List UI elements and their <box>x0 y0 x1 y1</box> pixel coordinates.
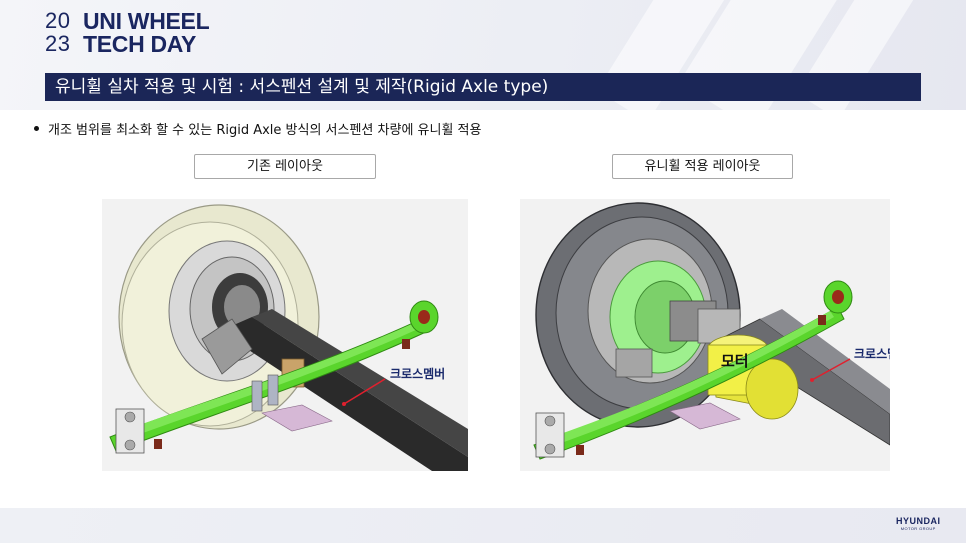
existing-layout-image: 크로스멤버 <box>102 199 468 471</box>
left-layout-label: 기존 레이아웃 <box>194 154 376 179</box>
spring-bracket <box>201 318 253 375</box>
event-year: 20 23 <box>45 10 79 56</box>
slide-title-bar: 유니휠 실차 적용 및 시험 : 서스펜션 설계 및 제작(Rigid Axle… <box>45 73 921 101</box>
leaf-spring <box>109 300 439 452</box>
event-name-line1: UNI WHEEL <box>83 8 210 34</box>
spring-shackle <box>115 408 145 454</box>
event-year-top: 20 <box>45 8 71 33</box>
right-crossmember-callout: 크로스멤버 <box>854 347 890 361</box>
bullet-dot <box>34 126 39 131</box>
right-callout-line <box>811 358 851 381</box>
footer-background <box>0 508 966 543</box>
shock-mount <box>615 348 653 378</box>
spring-shackle <box>535 412 565 458</box>
brand-subtitle: MOTOR GROUP <box>900 526 936 531</box>
slide-title: 유니휠 실차 적용 및 시험 : 서스펜션 설계 및 제작(Rigid Axle… <box>55 77 549 97</box>
right-callout-dot <box>810 378 814 382</box>
brand-name: HYUNDAI <box>896 516 941 526</box>
uniwheel-layout-image: 모터 크로스멤버 <box>520 199 890 471</box>
left-crossmember-callout: 크로스멤버 <box>390 367 446 381</box>
bullet-text: 개조 범위를 최소화 할 수 있는 Rigid Axle 방식의 서스펜션 차량… <box>48 123 482 138</box>
existing-layout-illustration <box>109 204 468 471</box>
left-layout-label-text: 기존 레이아웃 <box>247 159 323 174</box>
right-layout-label: 유니휠 적용 레이아웃 <box>612 154 793 179</box>
event-name: UNI WHEEL TECH DAY <box>83 10 283 56</box>
axle-beam <box>220 309 468 471</box>
spring-seat <box>669 402 741 430</box>
left-callout-dot <box>342 402 346 406</box>
bullet-point: 개조 범위를 최소화 할 수 있는 Rigid Axle 방식의 서스펜션 차량… <box>34 122 481 140</box>
leaf-spring <box>533 280 853 460</box>
hyundai-motor-group-logo: HYUNDAI MOTOR GROUP <box>896 516 941 531</box>
spring-seat <box>261 404 333 432</box>
event-year-bottom: 23 <box>45 31 71 56</box>
tire <box>118 204 320 430</box>
motor-label: 모터 <box>721 352 749 370</box>
uniwheel-layout-illustration <box>533 202 890 460</box>
left-callout-line <box>343 378 386 405</box>
event-name-line2: TECH DAY <box>83 31 197 57</box>
right-layout-label-text: 유니휠 적용 레이아웃 <box>644 159 761 174</box>
